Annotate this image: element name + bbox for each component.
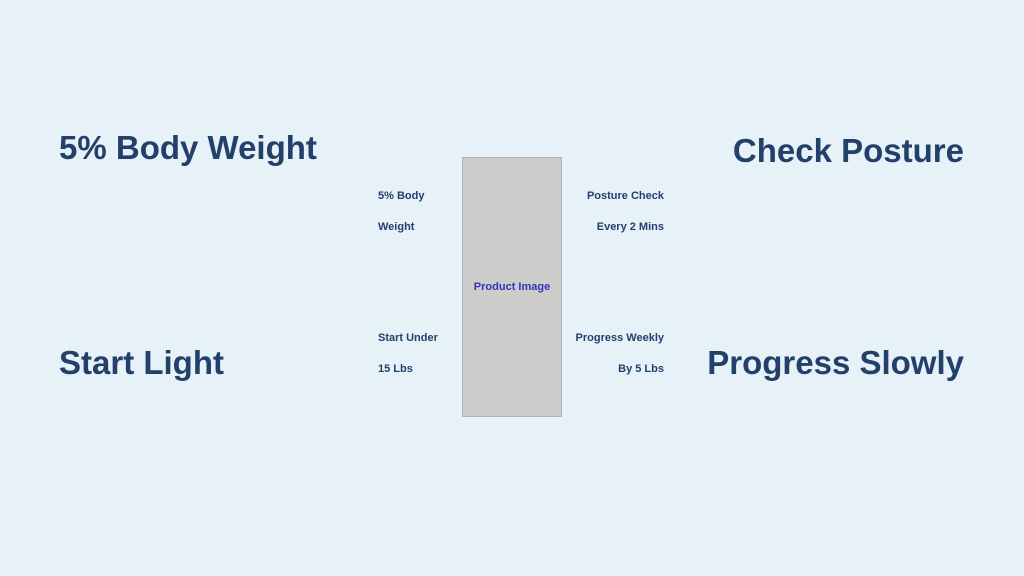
heading-top-left: 5% Body Weight [59, 129, 317, 166]
product-image-placeholder: Product Image [462, 157, 562, 417]
callout-top-left: 5% Body Weight [378, 190, 425, 233]
heading-bottom-right: Progress Slowly [707, 344, 964, 381]
callout-bottom-right: Progress Weekly By 5 Lbs [575, 332, 664, 375]
callout-bottom-left: Start Under 15 Lbs [378, 332, 438, 375]
heading-top-right: Check Posture [732, 132, 964, 169]
callout-top-right: Posture Check Every 2 Mins [586, 190, 664, 233]
product-image-label: Product Image [473, 281, 551, 293]
heading-bottom-left: Start Light [59, 344, 224, 381]
